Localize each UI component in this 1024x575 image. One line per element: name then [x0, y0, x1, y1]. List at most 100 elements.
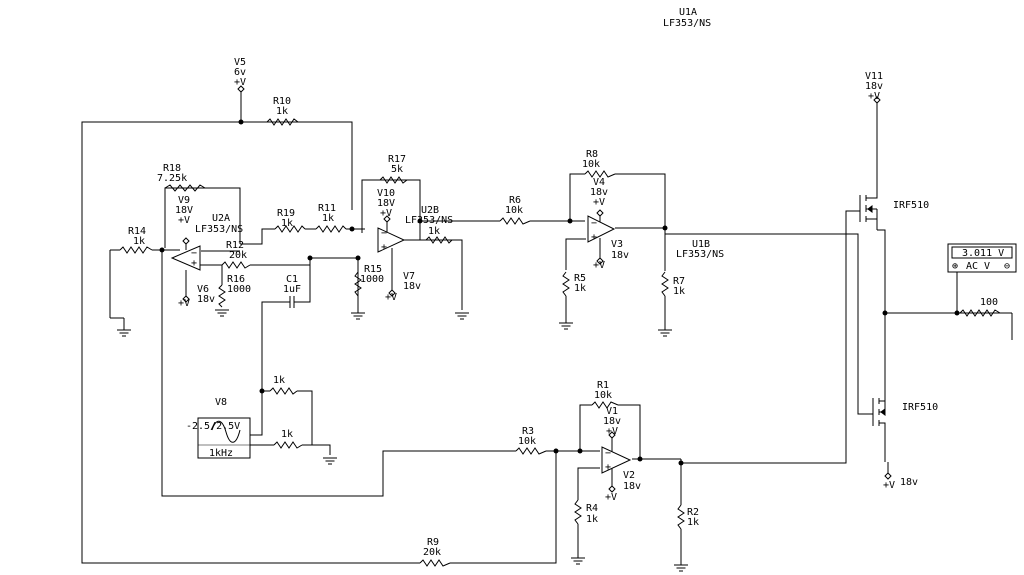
label-r14-val: 1k — [133, 236, 145, 247]
label-r6: R6 — [509, 195, 521, 206]
label-r11-val: 1k — [322, 213, 334, 224]
label-r6-val: 10k — [505, 205, 523, 216]
label-r3-val: 10k — [518, 436, 536, 447]
opamp-u1b — [601, 446, 632, 474]
label-v8-range: -2.5/2.5V — [186, 421, 240, 432]
label-c1: C1 — [286, 274, 298, 285]
svg-text:+: + — [605, 462, 611, 473]
label-v6-rail: +V — [178, 298, 190, 309]
label-r16-val: 1000 — [227, 284, 251, 295]
resistor-r11 — [315, 225, 347, 233]
label-v5-val: 6v — [234, 67, 246, 78]
resistor-r18 — [164, 184, 206, 192]
label-r19-val: 1k — [281, 218, 293, 229]
resistor-r3 — [515, 447, 547, 455]
label-r18-val: 7.25k — [157, 173, 187, 184]
resistor-u2b-out — [425, 236, 453, 244]
svg-text:−: − — [605, 448, 611, 459]
label-r19: R19 — [277, 208, 295, 219]
label-v4-val: 18v — [590, 187, 608, 198]
label-v3-rail: +V — [593, 260, 605, 271]
label-r12-val: 20k — [229, 250, 247, 261]
label-c1-val: 1uF — [283, 284, 301, 295]
resistor-r14 — [119, 246, 153, 254]
resistor-r10 — [266, 118, 299, 126]
label-r12: R12 — [226, 240, 244, 251]
multimeter[interactable] — [947, 243, 1017, 273]
label-v5-rail: +V — [234, 77, 246, 88]
resistor-r19 — [274, 225, 306, 233]
label-r2-val: 1k — [687, 517, 699, 528]
label-r2: R2 — [687, 507, 699, 518]
label-v10: V10 — [377, 188, 395, 199]
label-r9: R9 — [427, 537, 439, 548]
svg-text:−: − — [191, 248, 197, 259]
opamps — [170, 215, 632, 474]
label-r10: R10 — [273, 96, 291, 107]
svg-text:−: − — [381, 228, 387, 239]
label-v10-rail: +V — [380, 208, 392, 219]
label-r4: R4 — [586, 503, 598, 514]
resistor-r9 — [419, 559, 451, 567]
label-v7-val: 18v — [403, 281, 421, 292]
resistor-r2 — [677, 504, 685, 530]
svg-text:+: + — [381, 242, 387, 253]
label-r-a: 1k — [273, 375, 285, 386]
supply-terminals — [182, 85, 892, 493]
label-u2b-part: LF353/NS — [405, 215, 453, 226]
label-v2: V2 — [623, 470, 635, 481]
label-v7-rail: +V — [385, 292, 397, 303]
label-v10-val: 18V — [377, 198, 395, 209]
resistor-ra — [269, 387, 298, 395]
label-r10-val: 1k — [276, 106, 288, 117]
label-r7: R7 — [673, 276, 685, 287]
label-v8: V8 — [215, 397, 227, 408]
label-r-b: 1k — [281, 429, 293, 440]
label-r9-val: 20k — [423, 547, 441, 558]
label-r8-val: 10k — [582, 159, 600, 170]
label-v6: V6 — [197, 284, 209, 295]
meter-mode: AC V — [966, 261, 990, 272]
resistor-rb — [273, 441, 303, 449]
label-r16: R16 — [227, 274, 245, 285]
label-v9: V9 — [178, 195, 190, 206]
label-load: 100 — [980, 297, 998, 308]
mosfet-q2 — [872, 390, 886, 428]
label-v5: V5 — [234, 57, 246, 68]
label-v1-rail: +V — [606, 426, 618, 437]
labels: U1A LF353/NS V5 6v +V R10 1k R18 7.25k V… — [128, 7, 998, 558]
label-r8: R8 — [586, 149, 598, 160]
resistor-r8 — [584, 170, 616, 178]
label-u1a: U1A — [679, 7, 697, 18]
label-v9-rail: +V — [178, 215, 190, 226]
meter-minus-terminal: ⊖ — [1004, 261, 1010, 272]
label-r17-val: 5k — [391, 164, 403, 175]
label-v4: V4 — [593, 177, 605, 188]
grounds — [110, 296, 689, 572]
capacitor-c1 — [283, 296, 300, 308]
opamp-u1a — [587, 215, 616, 243]
meter-reading: 3.011 V — [962, 248, 1004, 259]
label-u1b-part: LF353/NS — [676, 249, 724, 260]
label-r18: R18 — [163, 163, 181, 174]
label-q2: IRF510 — [902, 402, 938, 413]
label-r15-val: 1000 — [360, 274, 384, 285]
opamp-u2b — [377, 227, 406, 253]
resistor-r5 — [562, 271, 570, 297]
label-u1b: U1B — [692, 239, 710, 250]
label-v8-freq: 1kHz — [209, 448, 233, 459]
label-vneg-val: 18v — [900, 477, 918, 488]
label-r3: R3 — [522, 426, 534, 437]
mosfet-q1 — [859, 180, 878, 230]
label-r14: R14 — [128, 226, 146, 237]
meter-plus-terminal: ⊕ — [952, 261, 958, 272]
label-u2a: U2A — [212, 213, 230, 224]
multimeter-text: 3.011 V ⊕ AC V ⊖ — [952, 248, 1010, 272]
label-r5: R5 — [574, 273, 586, 284]
label-v11-val: 18v — [865, 81, 883, 92]
label-u2a-part: LF353/NS — [195, 224, 243, 235]
label-v3-val: 18v — [611, 250, 629, 261]
svg-text:−: − — [591, 218, 597, 229]
label-vneg-rail: +V — [883, 480, 895, 491]
